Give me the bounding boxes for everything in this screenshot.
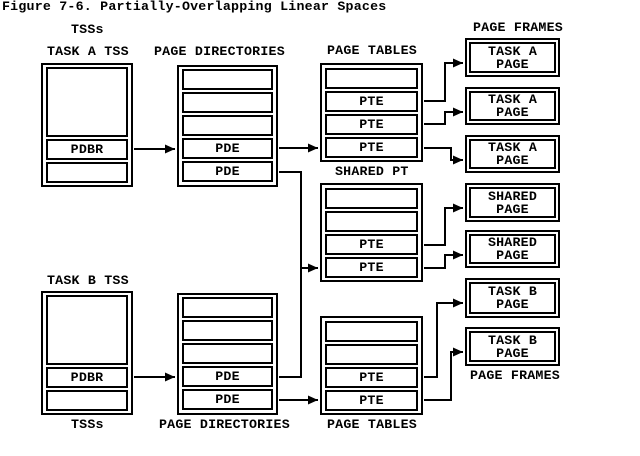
label-tsss-bottom: TSSs — [71, 417, 104, 432]
page-frame-shared-1: SHARED PAGE — [465, 183, 560, 222]
task-a-tss-box: PDBR — [41, 63, 133, 187]
frame-label-line1: TASK A — [487, 43, 538, 59]
label-page-tables-bottom: PAGE TABLES — [327, 417, 417, 432]
connector-pde-a2-pde-b1 — [279, 171, 302, 378]
page-frame-shared-1-inner: SHARED PAGE — [469, 187, 556, 218]
task-b-tss-cell-empty-1 — [46, 295, 128, 365]
page-table-a-cell-empty — [325, 68, 418, 89]
frame-label-line2: PAGE — [496, 345, 529, 361]
page-directory-b-pde-cell-2: PDE — [182, 389, 273, 410]
label-page-frames-bottom: PAGE FRAMES — [470, 368, 560, 383]
page-directory-a-pde-cell-2: PDE — [182, 161, 273, 182]
page-directory-a-pde-cell-1: PDE — [182, 138, 273, 159]
label-page-directories-bottom: PAGE DIRECTORIES — [159, 417, 290, 432]
task-b-tss-cell-empty-2 — [46, 390, 128, 411]
frame-label-line2: PAGE — [496, 297, 529, 312]
page-directory-b-cell-empty-2 — [182, 320, 273, 341]
page-table-a-pte-cell-2: PTE — [325, 114, 418, 135]
frame-label-line2: PAGE — [496, 201, 529, 217]
page-frame-task-a-3-inner: TASK A PAGE — [469, 139, 556, 169]
label-task-b-tss: TASK B TSS — [47, 273, 129, 288]
page-table-b-cell-empty-1 — [325, 321, 418, 342]
page-frame-task-b-1-inner: TASK B PAGE — [469, 282, 556, 314]
arrow-shared-pte-2-to-frame-5 — [424, 250, 463, 269]
task-a-tss-cell-empty-2 — [46, 162, 128, 183]
label-page-directories-top: PAGE DIRECTORIES — [154, 44, 285, 59]
frame-label-line1: TASK A — [487, 92, 538, 107]
shared-page-table-box: PTE PTE — [320, 183, 423, 282]
page-table-a-box: PTE PTE PTE — [320, 63, 423, 162]
page-table-b-cell-empty-2 — [325, 344, 418, 365]
page-table-b-pte-cell-1: PTE — [325, 367, 418, 388]
shared-page-table-pte-cell-2: PTE — [325, 257, 418, 278]
shared-page-table-cell-empty-1 — [325, 188, 418, 209]
arrow-pte-b1-to-frame-6 — [424, 298, 463, 378]
label-tsss-top: TSSs — [71, 22, 104, 37]
page-table-a-pte-cell-1: PTE — [325, 91, 418, 112]
page-frame-task-b-2-inner: TASK B PAGE — [469, 331, 556, 362]
frame-label-line1: TASK B — [487, 284, 538, 299]
label-page-tables-top: PAGE TABLES — [327, 43, 417, 58]
page-frame-task-a-2-inner: TASK A PAGE — [469, 91, 556, 121]
page-table-b-box: PTE PTE — [320, 316, 423, 415]
frame-label-line1: SHARED — [487, 235, 538, 250]
page-frame-task-b-2: TASK B PAGE — [465, 327, 560, 366]
task-a-tss-cell-empty-1 — [46, 67, 128, 137]
frame-label-line2: PAGE — [496, 56, 529, 72]
page-frame-task-a-1: TASK A PAGE — [465, 38, 560, 77]
page-table-a-pte-cell-3: PTE — [325, 137, 418, 158]
arrow-pte-a1-to-frame-1 — [424, 58, 463, 102]
frame-label-line2: PAGE — [496, 248, 529, 263]
arrow-shared-pte-1-to-frame-4 — [424, 203, 463, 246]
page-frame-shared-2: SHARED PAGE — [465, 230, 560, 268]
label-page-frames-top: PAGE FRAMES — [473, 20, 563, 35]
task-b-tss-box: PDBR — [41, 291, 133, 415]
task-a-pdbr-cell: PDBR — [46, 139, 128, 160]
page-frame-task-a-1-inner: TASK A PAGE — [469, 42, 556, 73]
page-frame-task-b-1: TASK B PAGE — [465, 278, 560, 318]
frame-label-line1: TASK B — [487, 332, 538, 348]
shared-page-table-cell-empty-2 — [325, 211, 418, 232]
task-b-pdbr-cell: PDBR — [46, 367, 128, 388]
page-frame-task-a-2: TASK A PAGE — [465, 87, 560, 125]
page-directory-b-cell-empty-1 — [182, 297, 273, 318]
arrow-pte-a3-to-frame-3 — [424, 147, 463, 165]
arrow-pte-a2-to-frame-2 — [424, 107, 463, 125]
page-directory-a-cell-empty-3 — [182, 115, 273, 136]
shared-page-table-pte-cell-1: PTE — [325, 234, 418, 255]
page-directory-b-pde-cell-1: PDE — [182, 366, 273, 387]
frame-label-line1: TASK A — [487, 140, 538, 155]
page-frame-task-a-3: TASK A PAGE — [465, 135, 560, 173]
page-directory-b-cell-empty-3 — [182, 343, 273, 364]
page-directory-a-box: PDE PDE — [177, 65, 278, 187]
page-table-b-pte-cell-2: PTE — [325, 390, 418, 411]
frame-label-line2: PAGE — [496, 105, 529, 120]
page-directory-b-box: PDE PDE — [177, 293, 278, 415]
page-directory-a-cell-empty-2 — [182, 92, 273, 113]
label-task-a-tss: TASK A TSS — [47, 44, 129, 59]
page-frame-shared-2-inner: SHARED PAGE — [469, 234, 556, 264]
frame-label-line1: SHARED — [487, 188, 538, 204]
arrow-pte-b2-to-frame-7 — [424, 347, 463, 401]
label-shared-pt: SHARED PT — [335, 164, 409, 179]
figure-title: Figure 7-6. Partially-Overlapping Linear… — [2, 0, 387, 14]
frame-label-line2: PAGE — [496, 153, 529, 168]
page-directory-a-cell-empty-1 — [182, 69, 273, 90]
